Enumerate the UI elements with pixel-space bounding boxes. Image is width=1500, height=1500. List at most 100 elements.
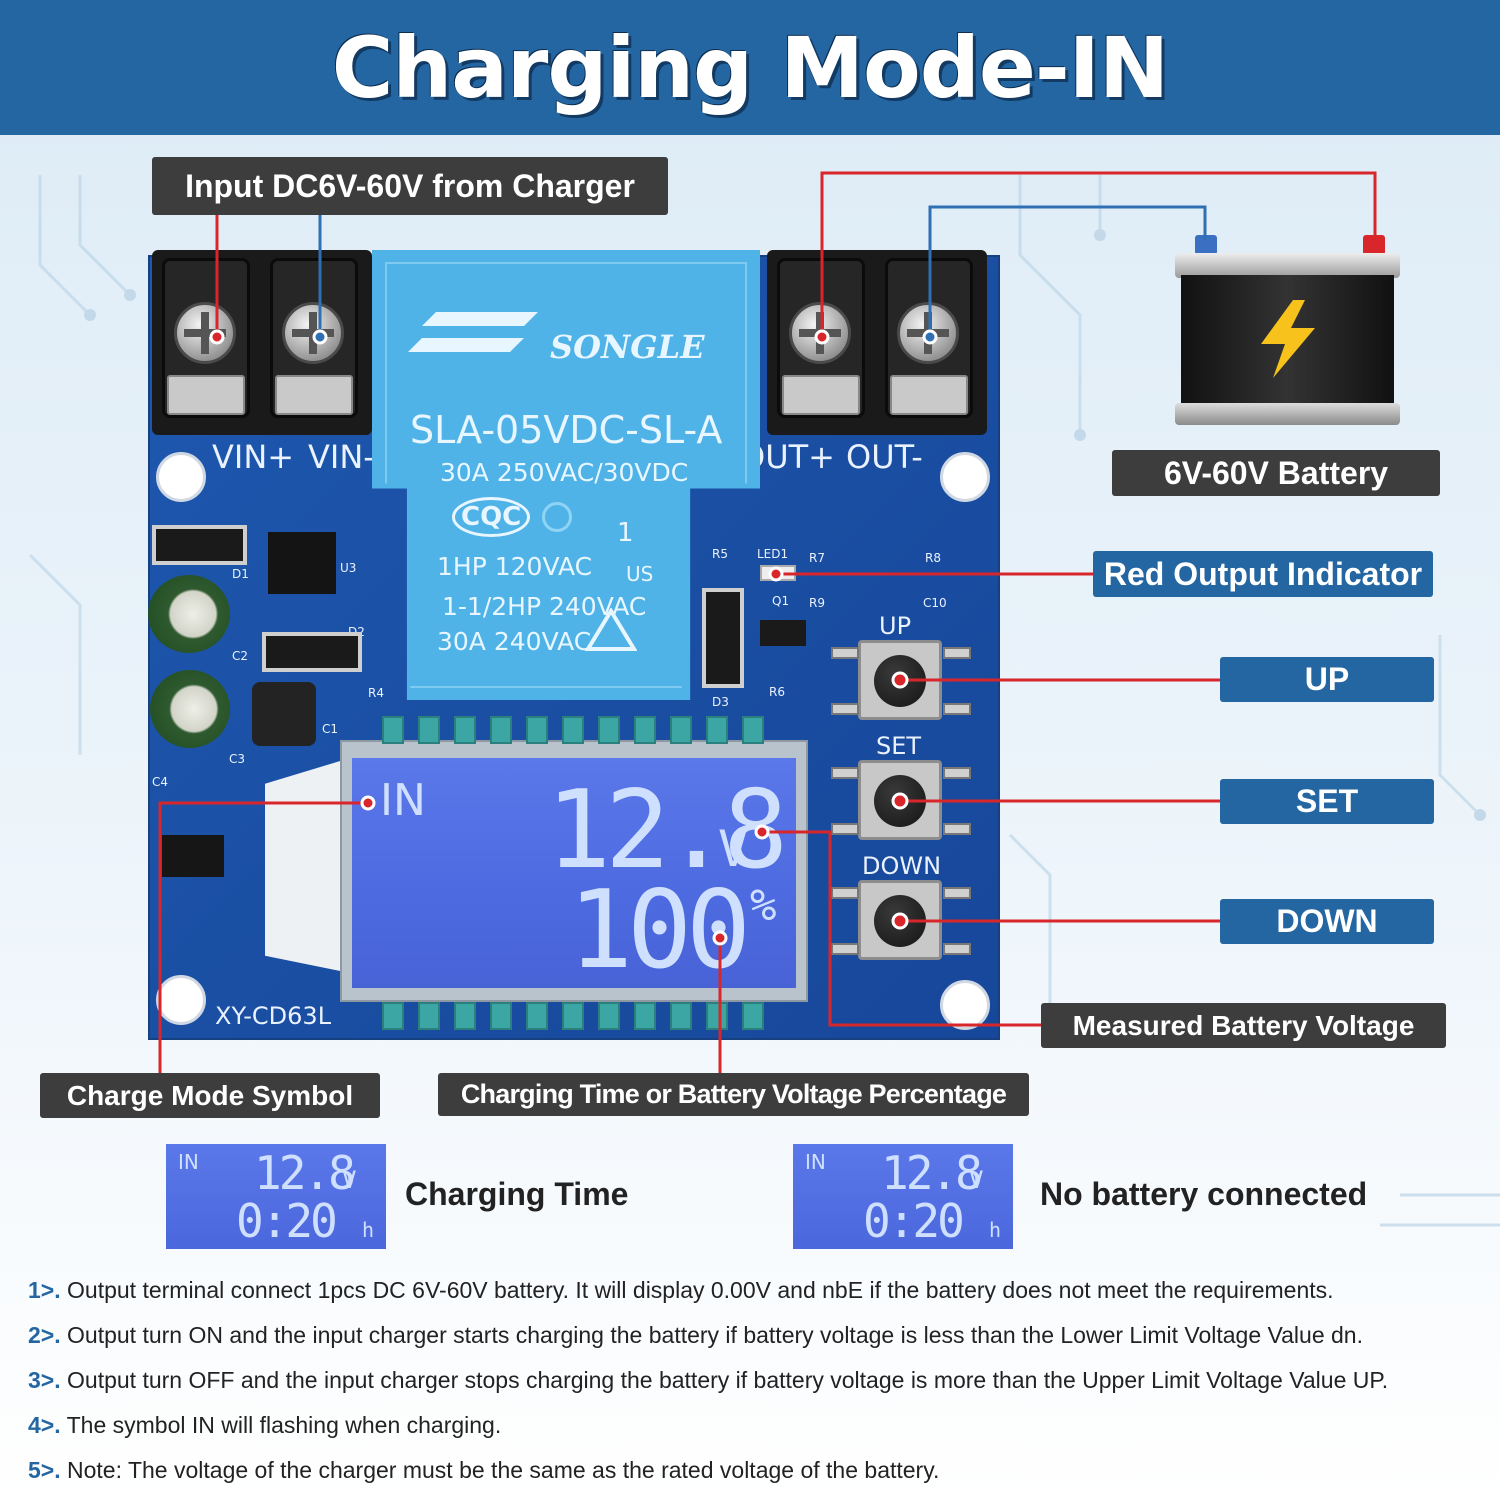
lcd-pin	[562, 716, 584, 744]
relay-cqc: CQC	[452, 497, 531, 537]
note-item: 4>. The symbol IN will flashing when cha…	[28, 1412, 502, 1438]
capacitor	[148, 575, 230, 653]
input-label: Input DC6V-60V from Charger	[152, 157, 668, 215]
model-label: XY-CD63L	[215, 1002, 332, 1030]
lcd-pin	[454, 1002, 476, 1030]
lcd-pin	[670, 716, 692, 744]
battery-graphic	[1175, 235, 1400, 425]
lcd-pin	[526, 716, 548, 744]
lcd-pin	[382, 716, 404, 744]
lcd-pin	[706, 1002, 728, 1030]
page-title: Charging Mode-IN	[331, 18, 1169, 117]
note-item: 2>. Output turn ON and the input charger…	[28, 1322, 1363, 1348]
relay-rating-2: 1HP 120VAC	[437, 552, 593, 581]
output-terminal-block	[767, 250, 987, 435]
silk-c3: C3	[229, 752, 246, 766]
mounting-hole	[156, 452, 206, 502]
silk-r7: R7	[809, 551, 825, 565]
notes-list: 1>. Output terminal connect 1pcs DC 6V-6…	[28, 1268, 1488, 1493]
note-item: 1>. Output terminal connect 1pcs DC 6V-6…	[28, 1277, 1334, 1303]
silk-r9: R9	[809, 596, 825, 610]
lcd-pin	[490, 1002, 512, 1030]
charge-mode-label: Charge Mode Symbol	[40, 1073, 380, 1118]
inductor	[252, 682, 316, 746]
silk-c10: C10	[923, 596, 947, 610]
relay-us: US	[626, 562, 654, 586]
songle-logo-icon	[408, 312, 538, 352]
btn-set-label: SET	[876, 732, 922, 760]
battery-label: 6V-60V Battery	[1112, 450, 1440, 496]
silk-c1: C1	[322, 722, 339, 736]
lcd-pin	[418, 716, 440, 744]
regulator	[162, 835, 224, 877]
lcd-pin	[382, 1002, 404, 1030]
set-label: SET	[1220, 779, 1434, 824]
silk-c2: C2	[232, 649, 249, 663]
btn-up-label: UP	[879, 612, 912, 640]
lcd-voltage-unit: V	[718, 820, 749, 878]
ic-u3	[268, 532, 336, 594]
lightning-icon	[1261, 300, 1315, 378]
lcd-pin	[418, 1002, 440, 1030]
mini-display-charging-time: IN 12.8 V 0:20 h	[166, 1144, 386, 1249]
lcd-pin	[634, 716, 656, 744]
caption-no-battery: No battery connected	[1040, 1176, 1368, 1212]
transistor-q1	[760, 620, 806, 646]
down-label: DOWN	[1220, 899, 1434, 944]
relay-rating-1: 30A 250VAC/30VDC	[440, 458, 689, 487]
silk-d1: D1	[232, 567, 249, 581]
lcd-pin	[670, 1002, 692, 1030]
mounting-hole	[940, 980, 990, 1030]
relay-rating-4: 30A 240VAC	[437, 627, 592, 656]
lcd-pin	[562, 1002, 584, 1030]
battery-terminal-positive	[1363, 235, 1385, 255]
lcd-pin	[742, 716, 764, 744]
mounting-hole	[940, 452, 990, 502]
battery-terminal-negative	[1195, 235, 1217, 255]
lcd-percent-unit: %	[750, 880, 777, 931]
lcd-pin	[454, 716, 476, 744]
relay-model: SLA-05VDC-SL-A	[410, 408, 723, 452]
set-tact-switch[interactable]	[831, 760, 971, 840]
lcd-mode-symbol: IN	[380, 775, 426, 826]
mounting-hole	[156, 975, 206, 1025]
lcd-pin	[598, 1002, 620, 1030]
diode-d3	[702, 588, 744, 688]
vin-minus-screw-icon[interactable]	[282, 302, 344, 364]
lcd-pin	[490, 716, 512, 744]
relay-brand: SONGLE	[550, 328, 705, 366]
silk-q1: Q1	[772, 594, 790, 608]
silk-r6: R6	[769, 685, 785, 699]
lcd-voltage: 12.8	[546, 768, 788, 893]
lcd-pin	[526, 1002, 548, 1030]
triangle-mark-icon	[585, 608, 637, 651]
silk-d3: D3	[712, 695, 729, 709]
lcd-display	[352, 758, 796, 988]
silk-r5: R5	[712, 547, 728, 561]
vin-plus-screw-icon[interactable]	[174, 302, 236, 364]
lcd-pin	[598, 716, 620, 744]
silk-c4: C4	[152, 775, 169, 789]
measured-voltage-label: Measured Battery Voltage	[1041, 1003, 1446, 1048]
silk-r4: R4	[368, 686, 384, 700]
up-label: UP	[1220, 657, 1434, 702]
silk-led1: LED1	[757, 547, 789, 561]
lcd-pin	[742, 1002, 764, 1030]
diode-d2	[262, 632, 362, 672]
silk-r8: R8	[925, 551, 941, 565]
red-output-indicator-label: Red Output Indicator	[1093, 551, 1433, 597]
silk-u3: U3	[340, 561, 357, 575]
capacitor	[150, 670, 230, 748]
lcd-pin	[706, 716, 728, 744]
note-item: 5>. Note: The voltage of the charger mus…	[28, 1457, 940, 1483]
note-item: 3>. Output turn OFF and the input charge…	[28, 1367, 1389, 1393]
diode-d1	[152, 525, 247, 565]
lcd-pin	[634, 1002, 656, 1030]
title-banner: Charging Mode-IN	[0, 0, 1500, 135]
charging-time-percentage-label: Charging Time or Battery Voltage Percent…	[438, 1073, 1029, 1116]
btn-down-label: DOWN	[862, 852, 942, 880]
caption-charging-time: Charging Time	[405, 1176, 629, 1212]
mini-display-no-battery: IN 12.8 V 0:20 h	[793, 1144, 1013, 1249]
vin-minus-label: VIN-	[308, 438, 375, 476]
